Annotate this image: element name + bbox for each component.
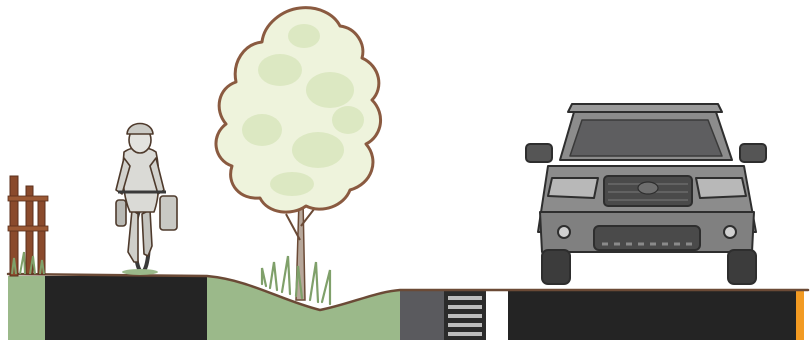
curb <box>486 290 496 340</box>
left-grass-verge <box>8 276 45 340</box>
yellow-centerline <box>796 290 804 340</box>
gutter-band <box>400 290 444 340</box>
pickup-truck-front-view <box>526 104 766 284</box>
bike-path <box>45 276 207 340</box>
right-fog-light <box>724 226 736 238</box>
lower-air-intake <box>594 226 700 250</box>
cyclist-with-panniers <box>116 124 177 276</box>
deciduous-tree <box>216 8 381 304</box>
right-mirror <box>740 144 766 162</box>
windshield <box>570 120 722 156</box>
left-headlight <box>548 178 598 198</box>
left-fog-light <box>558 226 570 238</box>
right-headlight <box>696 178 746 198</box>
drain-grate <box>444 290 486 340</box>
left-mirror <box>526 144 552 162</box>
ground-section <box>8 274 808 340</box>
wooden-fence <box>8 176 48 276</box>
right-tire <box>728 250 756 284</box>
left-tire <box>542 250 570 284</box>
travel-lane <box>508 290 798 340</box>
